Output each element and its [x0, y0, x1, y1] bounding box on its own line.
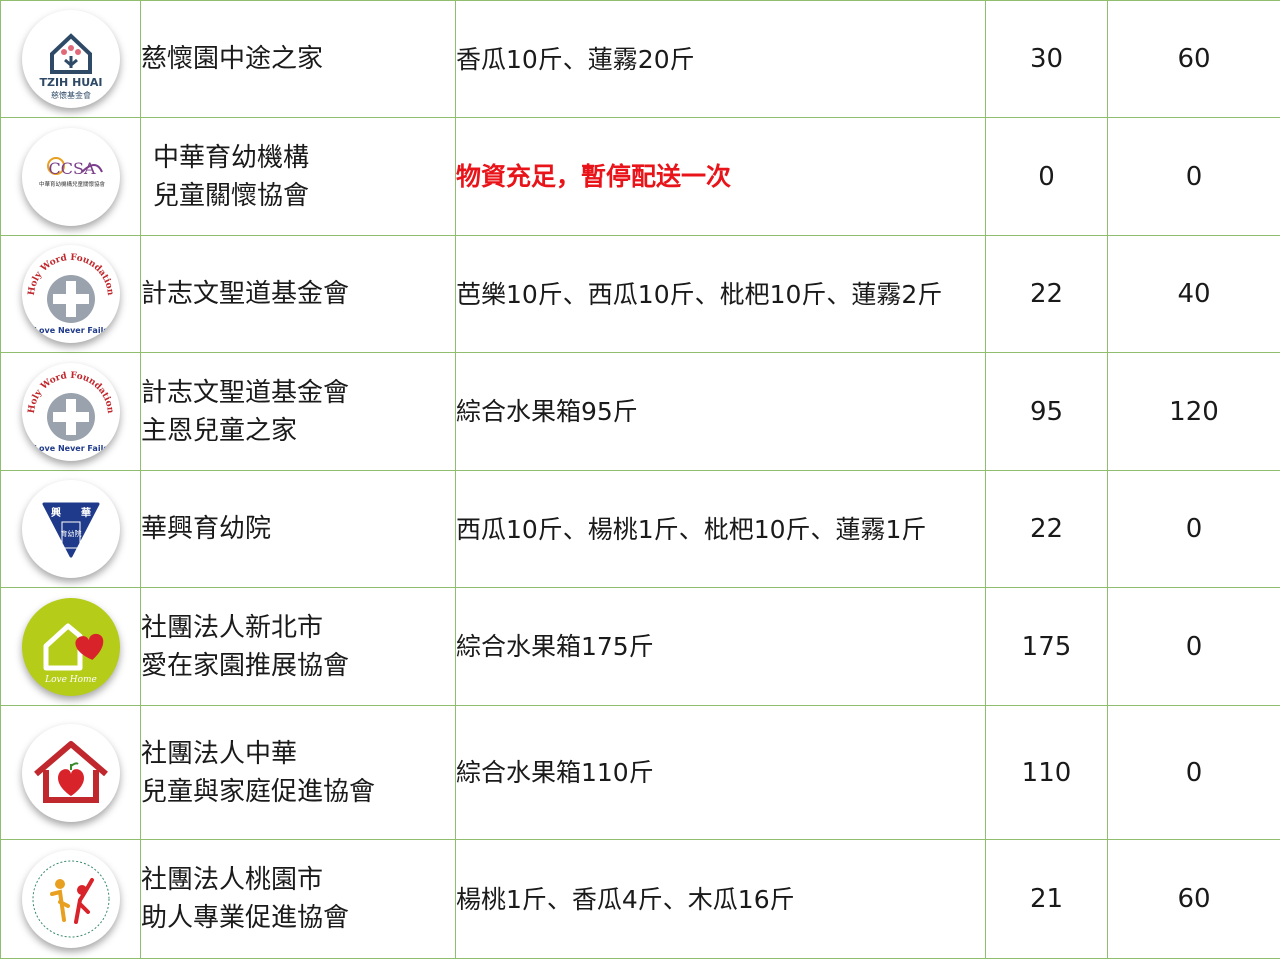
organization-name: 社團法人中華兒童與家庭促進協會: [141, 706, 456, 840]
logo-cell: Holy Word Foundation Love Never Fails: [1, 353, 141, 471]
donation-items: 物資充足，暫停配送一次: [456, 118, 986, 236]
donation-items: 綜合水果箱175斤: [456, 588, 986, 706]
house-heart-logo-icon: [22, 724, 120, 822]
donation-items: 芭樂10斤、西瓜10斤、枇杷10斤、蓮霧2斤: [456, 236, 986, 353]
table-row: Holy Word Foundation Love Never Fails 計志…: [1, 353, 1280, 471]
count-a: 30: [986, 1, 1108, 118]
count-a: 95: [986, 353, 1108, 471]
name-line: 慈懷園中途之家: [141, 44, 323, 74]
donation-items: 香瓜10斤、蓮霧20斤: [456, 1, 986, 118]
count-a: 22: [986, 236, 1108, 353]
love-home-logo-icon: Love Home: [22, 598, 120, 696]
hua-hsing-logo-icon: 興 華 育幼院: [22, 480, 120, 578]
donation-items: 綜合水果箱110斤: [456, 706, 986, 840]
name-line: 社團法人桃園市: [141, 865, 323, 895]
count-a: 22: [986, 471, 1108, 588]
table-row: 社團法人桃園市助人專業促進協會 楊桃1斤、香瓜4斤、木瓜16斤 21 60: [1, 840, 1280, 959]
organization-name: 中華育幼機構兒童關懷協會: [141, 118, 456, 236]
holy-word-logo-icon: Holy Word Foundation Love Never Fails: [22, 245, 120, 343]
helping-professions-logo-icon: [22, 850, 120, 948]
donation-items: 綜合水果箱95斤: [456, 353, 986, 471]
count-b: 0: [1108, 471, 1280, 588]
count-a: 110: [986, 706, 1108, 840]
logo-subtext: Love Never Fails: [33, 444, 107, 453]
logo-cell: TZIH HUAI 慈懷基金會: [1, 1, 141, 118]
donation-items: 楊桃1斤、香瓜4斤、木瓜16斤: [456, 840, 986, 959]
logo-text: CCSA: [48, 159, 95, 178]
organization-name: 社團法人桃園市助人專業促進協會: [141, 840, 456, 959]
organization-name: 華興育幼院: [141, 471, 456, 588]
count-a: 175: [986, 588, 1108, 706]
table-row: 社團法人中華兒童與家庭促進協會 綜合水果箱110斤 110 0: [1, 706, 1280, 840]
name-line: 計志文聖道基金會: [141, 279, 349, 309]
table-row: Holy Word Foundation Love Never Fails 計志…: [1, 236, 1280, 353]
table-row: TZIH HUAI 慈懷基金會 慈懷園中途之家 香瓜10斤、蓮霧20斤 30 6…: [1, 1, 1280, 118]
logo-cell: [1, 706, 141, 840]
logo-subtext: Love Never Fails: [33, 326, 107, 335]
name-line: 中華育幼機構: [153, 143, 309, 173]
table-row: Love Home 社團法人新北市愛在家園推展協會 綜合水果箱175斤 175 …: [1, 588, 1280, 706]
count-b: 60: [1108, 1, 1280, 118]
tzih-huai-logo-icon: TZIH HUAI 慈懷基金會: [22, 10, 120, 108]
count-a: 21: [986, 840, 1108, 959]
count-b: 120: [1108, 353, 1280, 471]
logo-cell: [1, 840, 141, 959]
logo-subtext: 育幼院: [60, 529, 81, 538]
name-line: 華興育幼院: [141, 514, 271, 544]
name-line-2: 兒童與家庭促進協會: [141, 773, 455, 811]
logo-cell: Holy Word Foundation Love Never Fails: [1, 236, 141, 353]
name-line-2: 兒童關懷協會: [153, 177, 455, 215]
organization-name: 社團法人新北市愛在家園推展協會: [141, 588, 456, 706]
logo-text-2: 華: [81, 506, 91, 519]
count-b: 0: [1108, 118, 1280, 236]
count-b: 60: [1108, 840, 1280, 959]
logo-text: 興: [51, 506, 61, 519]
logo-cell: Love Home: [1, 588, 141, 706]
name-line-2: 愛在家園推展協會: [141, 647, 455, 685]
table-row: 興 華 育幼院 華興育幼院 西瓜10斤、楊桃1斤、枇杷10斤、蓮霧1斤 22 0: [1, 471, 1280, 588]
table-row: CCSA 中華育幼機構兒童關懷協會 中華育幼機構兒童關懷協會 物資充足，暫停配送…: [1, 118, 1280, 236]
count-a: 0: [986, 118, 1108, 236]
count-b: 0: [1108, 588, 1280, 706]
logo-cell: CCSA 中華育幼機構兒童關懷協會: [1, 118, 141, 236]
logo-subtext: 慈懷基金會: [51, 90, 91, 100]
name-line-2: 助人專業促進協會: [141, 899, 455, 937]
name-line-2: 主恩兒童之家: [141, 412, 455, 450]
logo-subtext: 中華育幼機構兒童關懷協會: [38, 180, 105, 188]
name-line: 社團法人中華: [141, 739, 297, 769]
organization-name: 計志文聖道基金會: [141, 236, 456, 353]
logo-cell: 興 華 育幼院: [1, 471, 141, 588]
organization-name: 慈懷園中途之家: [141, 1, 456, 118]
donation-items: 西瓜10斤、楊桃1斤、枇杷10斤、蓮霧1斤: [456, 471, 986, 588]
name-line: 計志文聖道基金會: [141, 378, 349, 408]
name-line: 社團法人新北市: [141, 613, 323, 643]
organization-name: 計志文聖道基金會主恩兒童之家: [141, 353, 456, 471]
count-b: 0: [1108, 706, 1280, 840]
logo-text: TZIH HUAI: [39, 76, 102, 89]
holy-word-logo-icon: Holy Word Foundation Love Never Fails: [22, 363, 120, 461]
logo-text: Love Home: [44, 675, 97, 685]
ccsa-logo-icon: CCSA 中華育幼機構兒童關懷協會: [22, 128, 120, 226]
count-b: 40: [1108, 236, 1280, 353]
